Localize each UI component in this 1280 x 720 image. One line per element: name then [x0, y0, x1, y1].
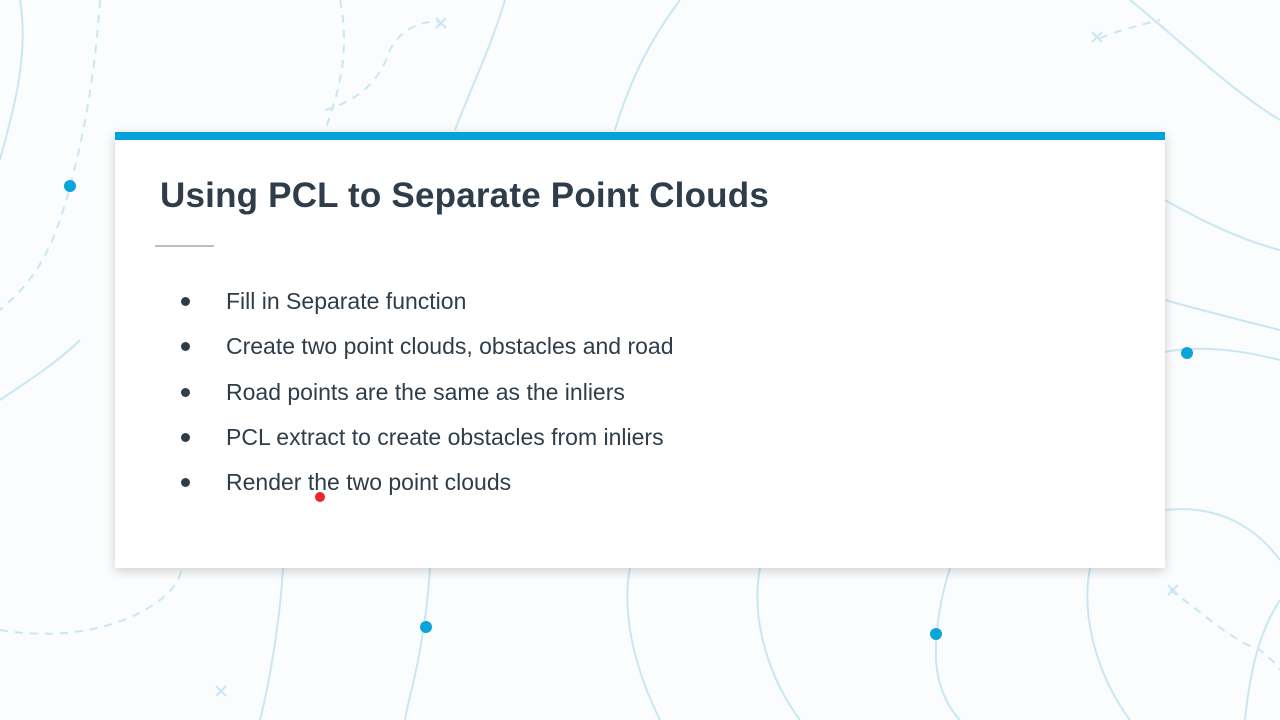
bullet-dot-icon [181, 478, 190, 488]
bullet-dot-icon [181, 432, 190, 442]
slide-card: Using PCL to Separate Point Clouds Fill … [115, 132, 1165, 568]
bullet-dot-icon [181, 387, 190, 397]
bullet-text: Render the two point clouds [226, 469, 512, 496]
bullet-dot-icon [181, 342, 190, 352]
bullet-text: Create two point clouds, obstacles and r… [226, 333, 674, 360]
bullet-text: Road points are the same as the inliers [226, 378, 625, 405]
card-accent-bar [115, 132, 1165, 140]
laser-pointer-dot-icon [315, 492, 325, 502]
bullet-text: Fill in Separate function [226, 288, 467, 314]
node-dot-icon [420, 621, 432, 633]
slide-title: Using PCL to Separate Point Clouds [160, 176, 769, 215]
title-underline [155, 245, 214, 247]
bullet-dot-icon [181, 297, 190, 306]
node-dot-icon [64, 180, 76, 192]
node-dot-icon [930, 628, 942, 640]
bullet-text: PCL extract to create obstacles from inl… [226, 423, 664, 450]
node-dot-icon [1181, 347, 1193, 359]
cross-mark-icon [215, 17, 1179, 697]
